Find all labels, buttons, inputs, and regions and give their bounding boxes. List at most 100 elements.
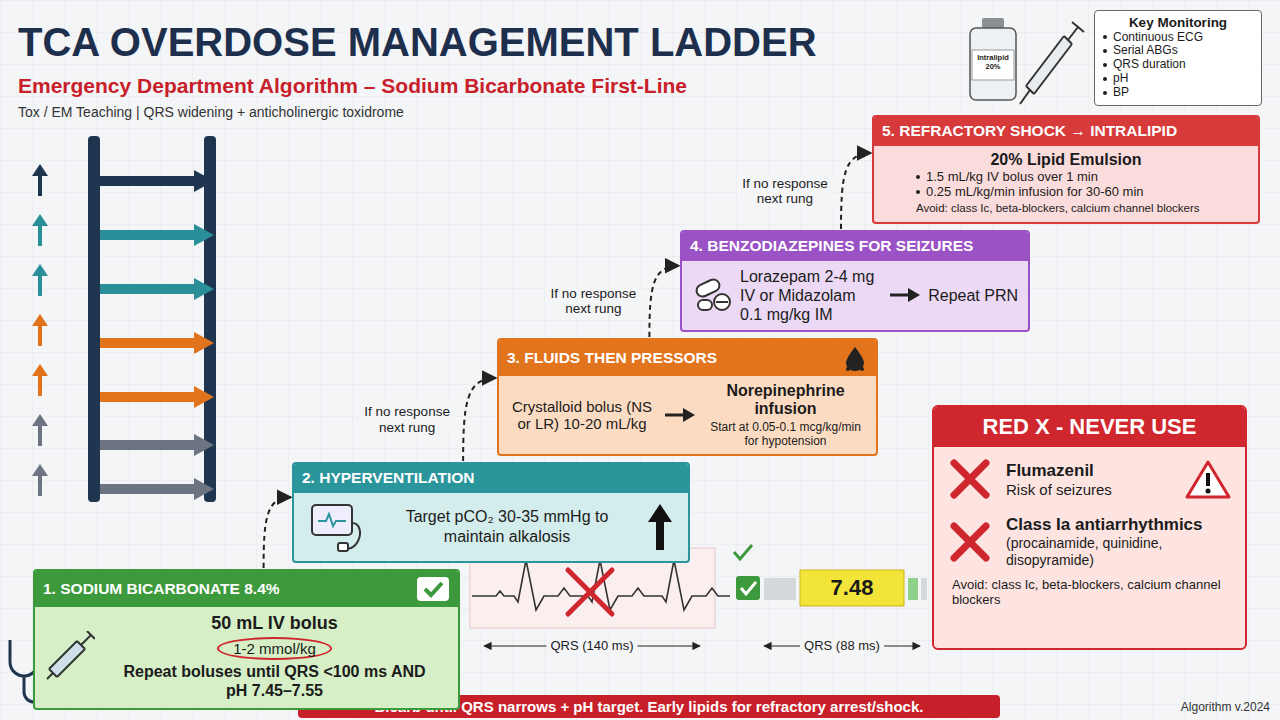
droplet-icon — [842, 345, 868, 371]
dose-text: 0.25 mL/kg/min infusion for 30-60 min — [926, 184, 1144, 200]
step-header: 5. REFRACTORY SHOCK → INTRALIPID — [874, 117, 1258, 146]
step-header: 4. BENZODIAZEPINES FOR SEIZURES — [682, 232, 1028, 261]
tagline: Tox / EM Teaching | QRS widening + antic… — [18, 104, 404, 120]
syringe-icon — [45, 631, 95, 681]
dashed-connector — [264, 497, 291, 568]
red-x-icon — [948, 520, 992, 564]
step-box: 5. REFRACTORY SHOCK → INTRALIPID 20% Lipi… — [872, 115, 1260, 224]
warning-body: FlumazenilRisk of seizuresClass Ia antia… — [934, 447, 1245, 616]
lipid-bottle — [970, 18, 1016, 100]
step-header: 2. HYPERVENTILATION — [294, 464, 688, 493]
step-header: 3. FLUIDS THEN PRESSORS — [499, 340, 876, 376]
up-arrows — [32, 164, 48, 496]
bullet-dot — [1103, 35, 1107, 39]
bullet-dot — [1103, 77, 1107, 81]
dashed-connector — [463, 378, 496, 461]
dashed-connector — [649, 266, 679, 337]
avoid-text: Avoid: class Ic, beta-blockers, calcium … — [948, 577, 1231, 608]
edge-label: If no response next rung — [545, 286, 641, 317]
warning-box: RED X - NEVER USE FlumazenilRisk of seizu… — [932, 405, 1247, 650]
step-title: 3. FLUIDS THEN PRESSORS — [507, 349, 717, 368]
subtitle: Emergency Department Algorithm – Sodium … — [18, 74, 687, 98]
qrs-label: QRS (140 ms) — [546, 638, 637, 653]
avoid-text: Avoid: class Ic, beta-blockers, calcium … — [886, 202, 1246, 216]
pills-icon — [692, 276, 734, 314]
target-text: Target pCO₂ 30-35 mmHg to maintain alkal… — [394, 507, 620, 545]
pressor-text: Norepinephrine infusion — [703, 382, 868, 419]
ladder — [88, 136, 216, 502]
check-badge — [416, 576, 450, 602]
ecg-strip — [470, 548, 730, 646]
monitoring-item: Serial ABGs — [1113, 44, 1178, 58]
warning-triangle — [1185, 459, 1231, 499]
bullet-dot — [1103, 63, 1107, 67]
step-box: 4. BENZODIAZEPINES FOR SEIZURES Lorazepam… — [680, 230, 1030, 332]
step-body: 20% Lipid Emulsion1.5 mL/kg IV bolus ove… — [874, 146, 1258, 222]
ph-check — [734, 545, 927, 646]
monitoring-item: QRS duration — [1113, 58, 1186, 72]
body-column: 50 mL IV bolus1-2 mmol/kgRepeat boluses … — [101, 613, 448, 700]
monitoring-box: Key MonitoringContinuous ECGSerial ABGsQ… — [1094, 10, 1262, 106]
warning-title: RED X - NEVER USE — [944, 414, 1235, 440]
lipid-text: 20% Lipid Emulsion — [886, 150, 1246, 169]
dose-text: 50 mL IV bolus — [101, 613, 448, 635]
body-column: Crystalloid bolus (NS or LR) 10-20 mL/kg — [507, 398, 657, 433]
step-title: 2. HYPERVENTILATION — [302, 469, 475, 488]
bullet-dot — [916, 190, 920, 194]
bullet-dot — [1103, 91, 1107, 95]
reason-text: Risk of seizures — [1006, 481, 1171, 498]
warning-header: RED X - NEVER USE — [934, 407, 1245, 447]
monitoring-heading: Key Monitoring — [1103, 15, 1253, 31]
bullet-dot — [916, 175, 920, 179]
repeat-text: Repeat PRN — [928, 286, 1018, 305]
drug-text: Lorazepam 2-4 mg IV or Midazolam 0.1 mg/… — [740, 267, 882, 325]
body-column: Target pCO₂ 30-35 mmHg to maintain alkal… — [374, 507, 640, 545]
bullet-row: QRS duration — [1103, 58, 1253, 72]
edge-label: If no response next rung — [737, 176, 833, 207]
target-text: Repeat boluses until QRS <100 ms AND pH … — [101, 662, 448, 700]
ventilator-icon — [308, 501, 368, 553]
arrow-icon — [663, 405, 697, 425]
dashed-connector — [841, 153, 871, 229]
bullet-row: 0.25 mL/kg/min infusion for 30-60 min — [886, 184, 1246, 200]
version-note: Algorithm v.2024 — [1181, 700, 1270, 714]
step-box: 1. SODIUM BICARBONATE 8.4% 50 mL IV bolus… — [33, 569, 460, 710]
bullet-row: BP — [1103, 86, 1253, 100]
ph-value: 7.48 — [831, 575, 874, 601]
step-body: 50 mL IV bolus1-2 mmol/kgRepeat boluses … — [35, 607, 458, 708]
step-body: Target pCO₂ 30-35 mmHg to maintain alkal… — [294, 493, 688, 561]
step-title: 4. BENZODIAZEPINES FOR SEIZURES — [690, 237, 973, 256]
dose-text: 1.5 mL/kg IV bolus over 1 min — [926, 169, 1098, 185]
syringe — [1020, 22, 1084, 104]
warning-row: Class Ia antiarrhythmics(procainamide, q… — [948, 515, 1231, 569]
bullet-row: pH — [1103, 72, 1253, 86]
body-column: Norepinephrine infusionStart at 0.05-0.1… — [703, 382, 868, 448]
title: TCA OVERDOSE MANAGEMENT LADDER — [18, 20, 817, 65]
dose-text: Start at 0.05-0.1 mcg/kg/min for hypoten… — [703, 421, 868, 449]
qrs-label: QRS (88 ms) — [800, 638, 884, 653]
step-box: 3. FLUIDS THEN PRESSORS Crystalloid bolus… — [497, 338, 878, 456]
step-title: 1. SODIUM BICARBONATE 8.4% — [43, 580, 280, 599]
red-x-icon — [948, 457, 992, 501]
step-title: 5. REFRACTORY SHOCK → INTRALIPID — [882, 122, 1177, 141]
warning-row: FlumazenilRisk of seizures — [948, 457, 1231, 501]
edge-label: If no response next rung — [359, 404, 455, 435]
dose-highlight: 1-2 mmol/kg — [217, 637, 332, 660]
up-arrow — [646, 502, 674, 552]
bullet-row: Continuous ECG — [1103, 31, 1253, 45]
bullet-row: 1.5 mL/kg IV bolus over 1 min — [886, 169, 1246, 185]
bottle-label: Intralipid 20% — [973, 53, 1013, 72]
step-header: 1. SODIUM BICARBONATE 8.4% — [35, 571, 458, 607]
monitoring-item: BP — [1113, 86, 1129, 100]
body-column: Class Ia antiarrhythmics(procainamide, q… — [1006, 515, 1231, 569]
body-column: FlumazenilRisk of seizures — [1006, 461, 1171, 498]
bullet-row: Serial ABGs — [1103, 44, 1253, 58]
fluid-text: Crystalloid bolus (NS or LR) 10-20 mL/kg — [507, 398, 657, 433]
step-box: 2. HYPERVENTILATION Target pCO₂ 30-35 mmH… — [292, 462, 690, 563]
body-column: 20% Lipid Emulsion1.5 mL/kg IV bolus ove… — [886, 150, 1246, 216]
drug-list: (procainamide, quinidine, disopyramide) — [1006, 535, 1231, 569]
body-column: Lorazepam 2-4 mg IV or Midazolam 0.1 mg/… — [740, 267, 882, 325]
drug-name: Flumazenil — [1006, 461, 1171, 481]
step-body: Lorazepam 2-4 mg IV or Midazolam 0.1 mg/… — [682, 261, 1028, 331]
